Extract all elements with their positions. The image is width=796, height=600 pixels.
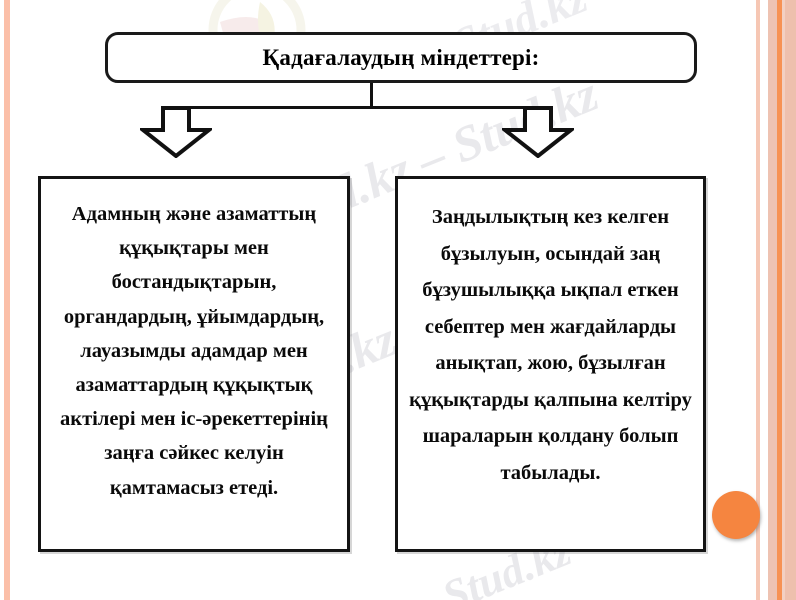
right-stripe-6 (785, 0, 796, 600)
connector-vertical (370, 83, 373, 108)
content-box-left: Адамның және азаматтың құқықтары мен бос… (38, 176, 350, 552)
title-box: Қадағалаудың міндеттері: (105, 32, 697, 83)
left-stripe-1 (0, 0, 4, 600)
page-title: Қадағалаудың міндеттері: (262, 44, 540, 70)
right-stripe-1 (756, 0, 760, 600)
left-edge-stripes (0, 0, 14, 600)
connector-horizontal (177, 106, 552, 109)
left-stripe-3 (10, 0, 14, 600)
left-stripe-2 (4, 0, 10, 600)
orange-circle-decoration (712, 491, 760, 539)
down-arrow-icon-left (140, 106, 212, 158)
content-box-left-text: Адамның және азаматтың құқықтары мен бос… (60, 203, 328, 499)
right-stripe-3 (768, 0, 777, 600)
right-stripe-2 (760, 0, 768, 600)
content-box-right: Заңдылықтың кез келген бұзылуын, осындай… (395, 176, 706, 552)
content-box-right-text: Заңдылықтың кез келген бұзылуын, осындай… (409, 206, 692, 484)
right-stripe-4 (777, 0, 782, 600)
right-edge-stripes (756, 0, 796, 600)
down-arrow-icon-right (502, 106, 574, 158)
right-stripe-5 (782, 0, 785, 600)
